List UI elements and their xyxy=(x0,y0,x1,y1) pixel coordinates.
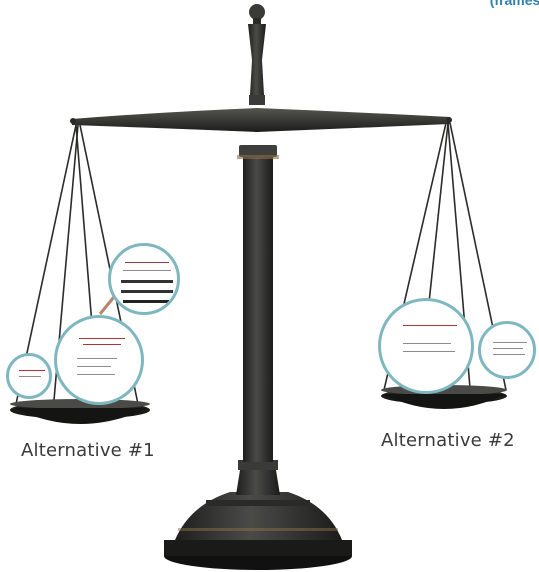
alternative-2-label: Alternative #2 xyxy=(381,430,515,451)
left-main-frame-thumbnail[interactable] xyxy=(54,315,144,405)
scale-finial xyxy=(248,4,266,105)
left-top-frame-thumbnail[interactable] xyxy=(108,243,180,315)
left-pan xyxy=(10,399,150,424)
scale-base xyxy=(164,460,352,570)
alternative-1-label: Alternative #1 xyxy=(21,440,155,461)
scale-column xyxy=(237,145,279,462)
left-small-frame-thumbnail[interactable] xyxy=(6,353,52,399)
right-small-frame-thumbnail[interactable] xyxy=(478,321,536,379)
scale-beam xyxy=(70,108,452,132)
right-main-frame-thumbnail[interactable] xyxy=(378,298,474,394)
